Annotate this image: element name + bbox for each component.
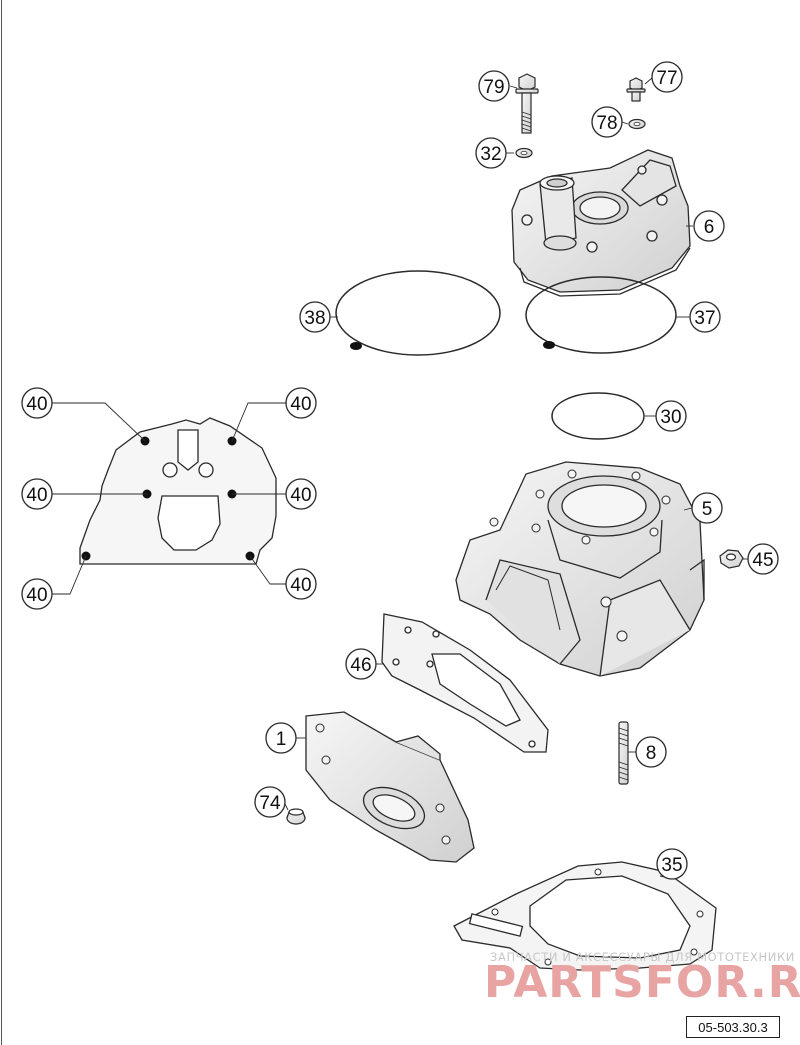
- cylinder-5: [455, 461, 705, 677]
- svg-text:40: 40: [26, 394, 47, 415]
- svg-text:74: 74: [259, 793, 281, 814]
- bolt-79: [515, 73, 539, 134]
- svg-text:30: 30: [660, 407, 681, 428]
- base-gasket-35: [453, 861, 717, 971]
- callouts: 79 77 78 32 6 38 37 30 5 45 46 1 8 74 35…: [21, 61, 779, 880]
- callout-40-mid-left: 40: [21, 478, 53, 510]
- callout-77: 77: [651, 61, 683, 93]
- callout-5: 5: [691, 492, 723, 524]
- callout-32: 32: [475, 137, 507, 169]
- svg-text:46: 46: [350, 655, 371, 676]
- diagram-reference-code: 05-503.30.3: [686, 1016, 780, 1038]
- callout-37: 37: [689, 301, 721, 333]
- svg-text:40: 40: [290, 485, 311, 506]
- svg-text:79: 79: [483, 77, 504, 98]
- svg-text:1: 1: [276, 729, 287, 750]
- svg-text:77: 77: [656, 68, 677, 89]
- svg-text:38: 38: [304, 308, 325, 329]
- callout-30: 30: [655, 400, 687, 432]
- gasket-46: [381, 613, 549, 753]
- svg-text:37: 37: [694, 308, 715, 329]
- callout-45: 45: [747, 543, 779, 575]
- watermark: ЗАПЧАСТИ И АКСЕССУАРЫ ДЛЯ МОТОТЕХНИКИ PA…: [484, 950, 800, 1008]
- callout-40-bottom-left: 40: [21, 578, 53, 610]
- callout-74: 74: [254, 786, 286, 818]
- washer-78: [628, 118, 646, 130]
- callout-8: 8: [635, 736, 667, 768]
- svg-text:8: 8: [646, 743, 657, 764]
- stud-8: [618, 721, 629, 785]
- svg-text:32: 32: [480, 144, 501, 165]
- nut-45: [719, 549, 744, 569]
- svg-text:40: 40: [290, 394, 311, 415]
- svg-text:78: 78: [596, 113, 617, 134]
- svg-text:45: 45: [752, 550, 773, 571]
- callout-6: 6: [693, 210, 725, 242]
- bolt-77: [626, 77, 646, 102]
- cylinder-head-6: [511, 149, 691, 297]
- callout-40-top-left: 40: [21, 387, 53, 419]
- callout-78: 78: [591, 106, 623, 138]
- washer-32: [515, 147, 533, 159]
- plug-74: [286, 808, 306, 825]
- callout-79: 79: [478, 70, 510, 102]
- svg-text:35: 35: [661, 855, 682, 876]
- callout-40-mid-right: 40: [285, 478, 317, 510]
- svg-text:40: 40: [26, 485, 47, 506]
- gasket-detail-view: [52, 402, 286, 595]
- svg-text:40: 40: [26, 585, 47, 606]
- watermark-tagline: ЗАПЧАСТИ И АКСЕССУАРЫ ДЛЯ МОТОТЕХНИКИ: [490, 950, 795, 964]
- callout-40-bottom-right: 40: [285, 568, 317, 600]
- o-ring-38: [335, 270, 501, 356]
- svg-text:6: 6: [704, 217, 715, 238]
- svg-text:5: 5: [702, 499, 713, 520]
- callout-46: 46: [345, 648, 377, 680]
- callout-40-top-right: 40: [285, 387, 317, 419]
- svg-text:40: 40: [290, 575, 311, 596]
- callout-1: 1: [265, 722, 297, 754]
- callout-38: 38: [299, 301, 331, 333]
- o-ring-37: [525, 276, 677, 354]
- callout-35: 35: [656, 848, 688, 880]
- intake-flange-1: [305, 711, 475, 863]
- o-ring-30: [551, 392, 645, 440]
- watermark-brand: PARTSFOR.RU: [484, 957, 800, 1008]
